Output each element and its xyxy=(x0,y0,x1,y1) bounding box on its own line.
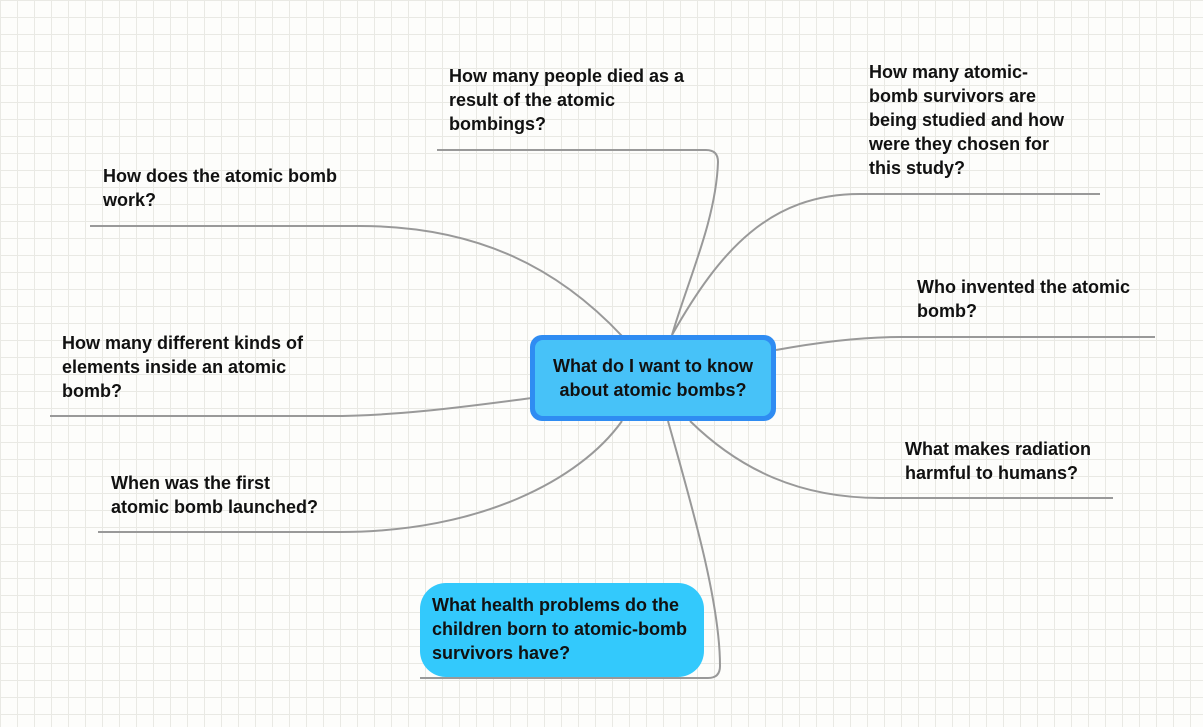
connector-elements xyxy=(50,397,533,417)
connector-first-launch xyxy=(98,420,623,533)
connector-inventor xyxy=(775,336,1155,351)
topic-how-works[interactable]: How does the atomic bomb work? xyxy=(103,166,338,210)
connector-how-works xyxy=(90,225,623,337)
connector-deaths xyxy=(437,149,720,336)
topic-inventor[interactable]: Who invented the atomic bomb? xyxy=(917,277,1131,321)
topic-survivors-study[interactable]: How many atomic-bomb survivors are being… xyxy=(869,62,1064,178)
central-topic-label: What do I want to know about atomic bomb… xyxy=(535,340,771,416)
connector-radiation xyxy=(689,420,1113,499)
central-topic[interactable]: What do I want to know about atomic bomb… xyxy=(530,335,776,421)
topic-deaths[interactable]: How many people died as a result of the … xyxy=(449,66,685,134)
topic-first-launch[interactable]: When was the first atomic bomb launched? xyxy=(111,473,319,517)
connector-survivors-study xyxy=(671,193,1100,336)
topic-elements[interactable]: How many different kinds of elements ins… xyxy=(62,333,304,401)
connector-health-children xyxy=(420,420,722,679)
topic-health-children[interactable]: What health problems do the children bor… xyxy=(420,583,704,677)
topic-radiation[interactable]: What makes radiation harmful to humans? xyxy=(905,439,1092,483)
